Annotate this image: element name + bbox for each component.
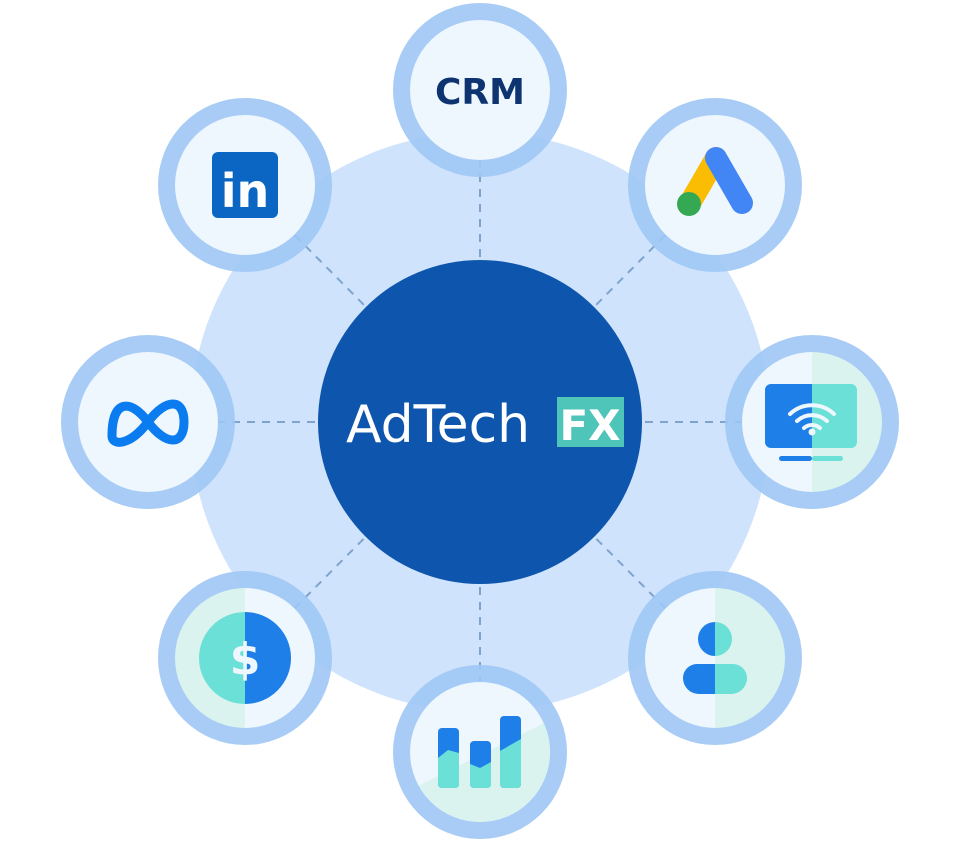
node-payments[interactable]: $ (158, 571, 332, 745)
google-ads-icon (677, 147, 753, 216)
node-crm[interactable]: CRM (393, 3, 567, 177)
node-linkedin[interactable]: in (158, 98, 332, 272)
person-icon (683, 622, 747, 694)
brand-name: AdTech (346, 395, 530, 455)
svg-text:$: $ (230, 634, 261, 685)
hub-node: AdTech FX (318, 260, 642, 584)
fx-badge (557, 397, 624, 447)
tv-wifi-icon (765, 384, 857, 461)
linkedin-icon: in (212, 152, 278, 218)
node-analytics[interactable] (393, 665, 567, 839)
node-google-ads[interactable] (628, 98, 802, 272)
node-connected-tv[interactable] (725, 335, 899, 509)
dollar-icon: $ (199, 612, 291, 704)
meta-icon (107, 399, 189, 447)
fx-badge-label: FX (559, 401, 620, 450)
node-audience[interactable] (628, 571, 802, 745)
crm-label: CRM (435, 72, 525, 113)
bar-chart-icon (438, 716, 521, 788)
node-meta[interactable] (61, 335, 235, 509)
svg-text:in: in (221, 164, 270, 218)
